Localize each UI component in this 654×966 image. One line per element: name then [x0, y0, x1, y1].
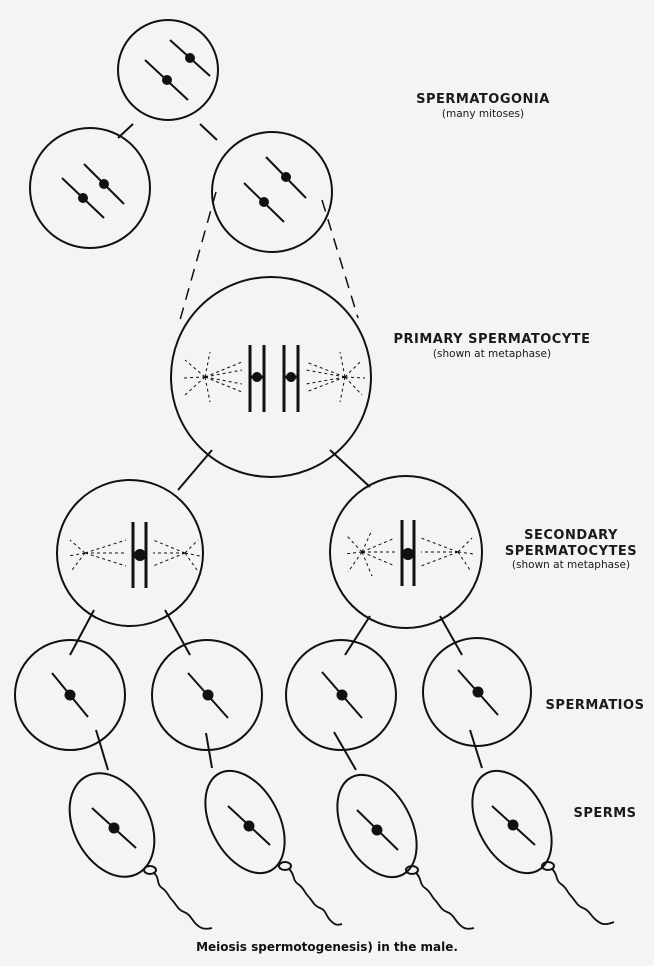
dashed-expansion-lines	[179, 191, 359, 321]
spermatogonium-top	[117, 19, 219, 121]
centromeres	[64, 53, 519, 836]
sperm-3	[336, 773, 475, 930]
label-spermatogonia: SPERMATOGONIA (many mitoses)	[416, 92, 550, 120]
label-secondary-spermatocytes: SECONDARY SPERMATOCYTES (shown at metaph…	[504, 528, 638, 572]
lineage-connectors	[69, 123, 483, 771]
sperm-1	[68, 772, 213, 930]
sperm-2	[204, 769, 343, 926]
spindle-left	[182, 351, 243, 403]
label-sperms: SPERMS	[573, 806, 637, 821]
secondary-spermatocyte-left	[56, 479, 204, 627]
spermatogonium-right	[211, 131, 333, 253]
label-spermatids: SPERMATIOS	[545, 698, 645, 713]
primary-spermatocyte	[170, 276, 372, 478]
label-primary-spermatocyte: PRIMARY SPERMATOCYTE (shown at metaphase…	[393, 332, 591, 360]
secondary-spermatocyte-right	[329, 475, 483, 629]
figure-caption: Meiosis spermotogenesis) in the male.	[196, 940, 458, 954]
sperm-4	[471, 769, 615, 926]
spermatogonium-left	[29, 127, 151, 249]
spindle-right	[305, 351, 366, 403]
